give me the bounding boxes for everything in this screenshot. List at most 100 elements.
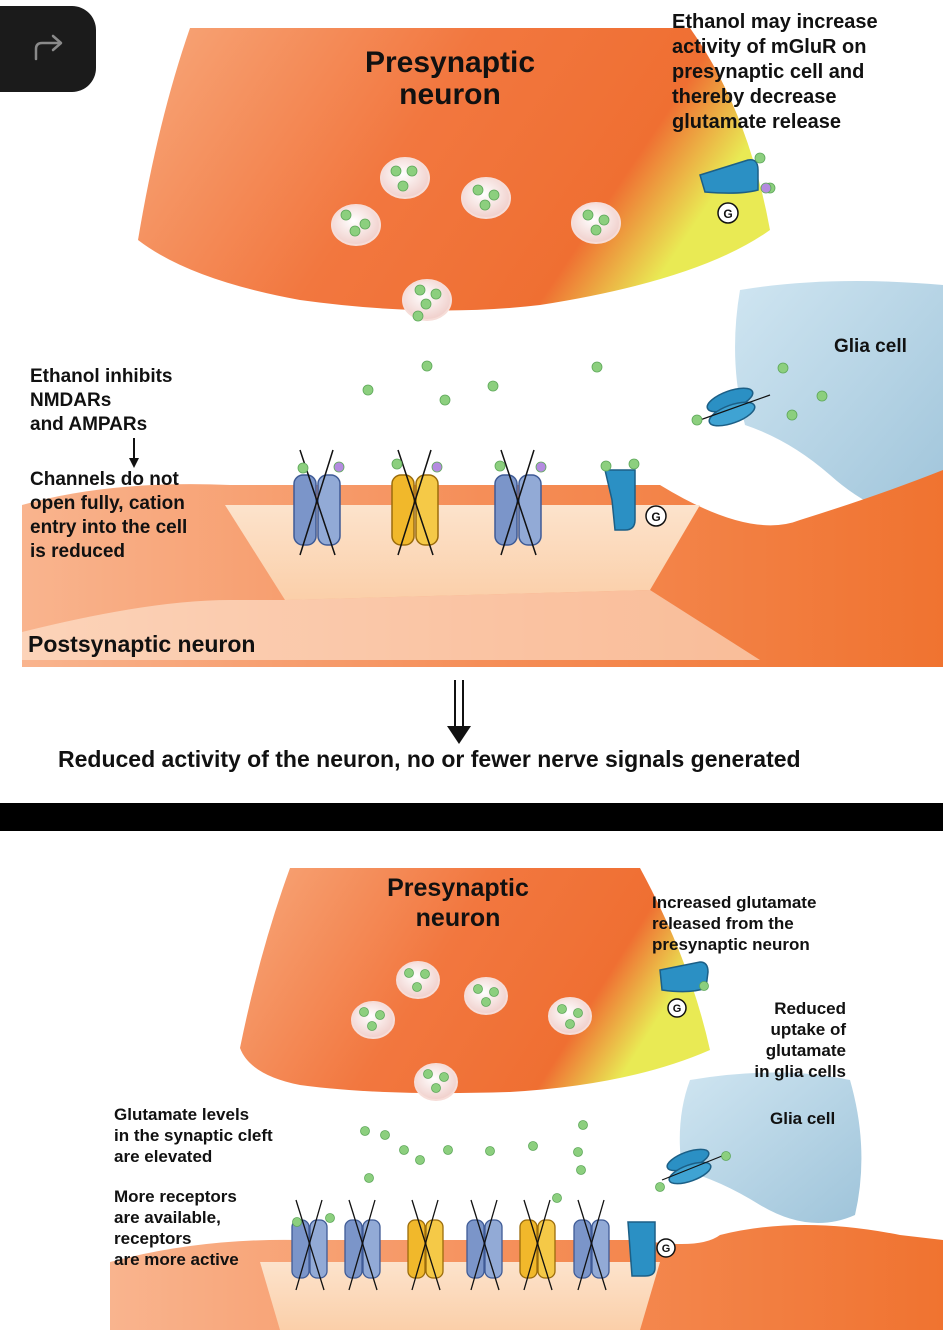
- nmdar-receptor: [573, 1199, 610, 1291]
- postsynaptic-label: Postsynaptic neuron: [28, 631, 255, 657]
- glutamate-molecule: [439, 1072, 449, 1082]
- glutamate-molecule: [420, 969, 430, 979]
- glutamate-molecule: [399, 1145, 409, 1155]
- postsynaptic-membrane-top: [22, 590, 760, 660]
- glutamate-molecule: [578, 1120, 588, 1130]
- glutamate-molecule: [292, 1217, 302, 1227]
- glutamate-molecule: [375, 1010, 385, 1020]
- glutamate-molecule: [754, 152, 766, 164]
- note-line: glutamate release: [672, 111, 841, 133]
- glutamate-molecule: [439, 394, 451, 406]
- glutamate-transporter-bottom: [661, 1148, 723, 1185]
- vesicle: [380, 157, 430, 199]
- note-line: More receptors: [114, 1187, 237, 1206]
- uptake-note: Reduced uptake of glutamate in glia cell…: [754, 999, 846, 1081]
- nmdar-receptor: [293, 449, 341, 556]
- glutamate-molecule: [359, 1007, 369, 1017]
- glutamate-molecule: [489, 987, 499, 997]
- receptor-row-bottom: [291, 1199, 610, 1291]
- glia-cell-bottom: [679, 1072, 862, 1223]
- ampar-receptor: [407, 1199, 444, 1291]
- vesicle: [351, 1001, 395, 1039]
- glutamate-molecule: [404, 968, 414, 978]
- glutamate-molecule: [528, 1141, 538, 1151]
- glutamate-molecule: [415, 1155, 425, 1165]
- glutamate-molecule: [598, 214, 610, 226]
- panel-divider: [0, 803, 943, 831]
- mglur-receptor-pre: [699, 158, 759, 224]
- note-line: presynaptic neuron: [652, 935, 810, 954]
- glutamate-molecule: [406, 165, 418, 177]
- glutamate-molecule: [420, 298, 432, 310]
- glutamate-molecule: [535, 461, 547, 473]
- vesicle-releasing: [414, 1063, 458, 1101]
- glutamate-molecule: [485, 1146, 495, 1156]
- glia-cell-label: Glia cell: [770, 1109, 835, 1128]
- glutamate-molecule: [487, 380, 499, 392]
- glutamate-molecule: [699, 981, 709, 991]
- channels-note: Channels do not open fully, cation entry…: [30, 469, 187, 562]
- glutamate-molecule: [488, 189, 500, 201]
- glutamate-molecule: [414, 284, 426, 296]
- glutamate-molecule: [443, 1145, 453, 1155]
- glutamate-molecule: [582, 209, 594, 221]
- note-line: Ethanol may increase: [672, 11, 878, 33]
- glutamate-molecule: [431, 1083, 441, 1093]
- postsynaptic-inner-bottom: [260, 1262, 660, 1330]
- glutamate-molecule: [364, 1173, 374, 1183]
- g-protein-label: G: [673, 1003, 682, 1015]
- note-line: open fully, cation: [30, 493, 185, 514]
- note-line: are available,: [114, 1208, 221, 1227]
- vesicle: [464, 977, 508, 1015]
- share-button[interactable]: [0, 6, 96, 92]
- glutamate-molecule: [786, 409, 798, 421]
- g-protein-label: G: [723, 207, 732, 221]
- g-protein-label: G: [651, 510, 660, 524]
- glutamate-release-note: Increased glutamate released from the pr…: [652, 893, 816, 954]
- note-line: Reduced: [774, 999, 846, 1018]
- down-arrow-icon: [129, 438, 139, 468]
- presynaptic-neuron-top: [138, 28, 770, 311]
- g-protein-label: G: [662, 1243, 671, 1255]
- vesicle: [331, 204, 381, 246]
- note-line: presynaptic cell and: [672, 61, 864, 83]
- double-down-arrow-icon: [447, 680, 471, 744]
- glutamate-molecule: [360, 1126, 370, 1136]
- note-line: activity of mGluR on: [672, 36, 866, 58]
- glutamate-molecule: [297, 462, 309, 474]
- nmdar-receptor: [466, 1199, 503, 1291]
- glutamate-molecule: [359, 218, 371, 230]
- note-line: Ethanol inhibits: [30, 366, 173, 387]
- note-line: Glutamate levels: [114, 1105, 249, 1124]
- receptors-note: More receptors are available, receptors …: [114, 1187, 239, 1269]
- glutamate-molecule: [591, 361, 603, 373]
- redo-arrow-icon: [34, 34, 63, 61]
- glutamate-molecule: [473, 984, 483, 994]
- ampar-receptor: [391, 449, 439, 556]
- note-line: glutamate: [766, 1041, 846, 1060]
- glutamate-molecule: [333, 461, 345, 473]
- note-line: in glia cells: [754, 1062, 846, 1081]
- glutamate-molecule: [397, 180, 409, 192]
- glutamate-molecule: [565, 1019, 575, 1029]
- presynaptic-label: Presynaptic: [365, 46, 535, 79]
- note-line: are elevated: [114, 1147, 212, 1166]
- glutamate-molecule: [721, 1151, 731, 1161]
- glutamate-molecule: [494, 460, 506, 472]
- note-line: released from the: [652, 914, 794, 933]
- mglur-receptor-pre-bottom: [659, 961, 709, 1018]
- glutamate-molecule: [573, 1008, 583, 1018]
- glutamate-molecule: [479, 199, 491, 211]
- glutamate-molecule: [557, 1004, 567, 1014]
- glutamate-molecule: [472, 184, 484, 196]
- presynaptic-label: neuron: [416, 904, 501, 932]
- postsynaptic-inner-top: [225, 505, 700, 600]
- note-line: thereby decrease: [672, 86, 837, 108]
- note-line: receptors: [114, 1229, 191, 1248]
- glutamate-molecules-bottom: [292, 968, 731, 1227]
- result-statement: Reduced activity of the neuron, no or fe…: [58, 746, 801, 772]
- glutamate-molecule: [380, 1130, 390, 1140]
- mglur-receptor-post-bottom: [627, 1221, 676, 1277]
- glutamate-molecule: [362, 384, 374, 396]
